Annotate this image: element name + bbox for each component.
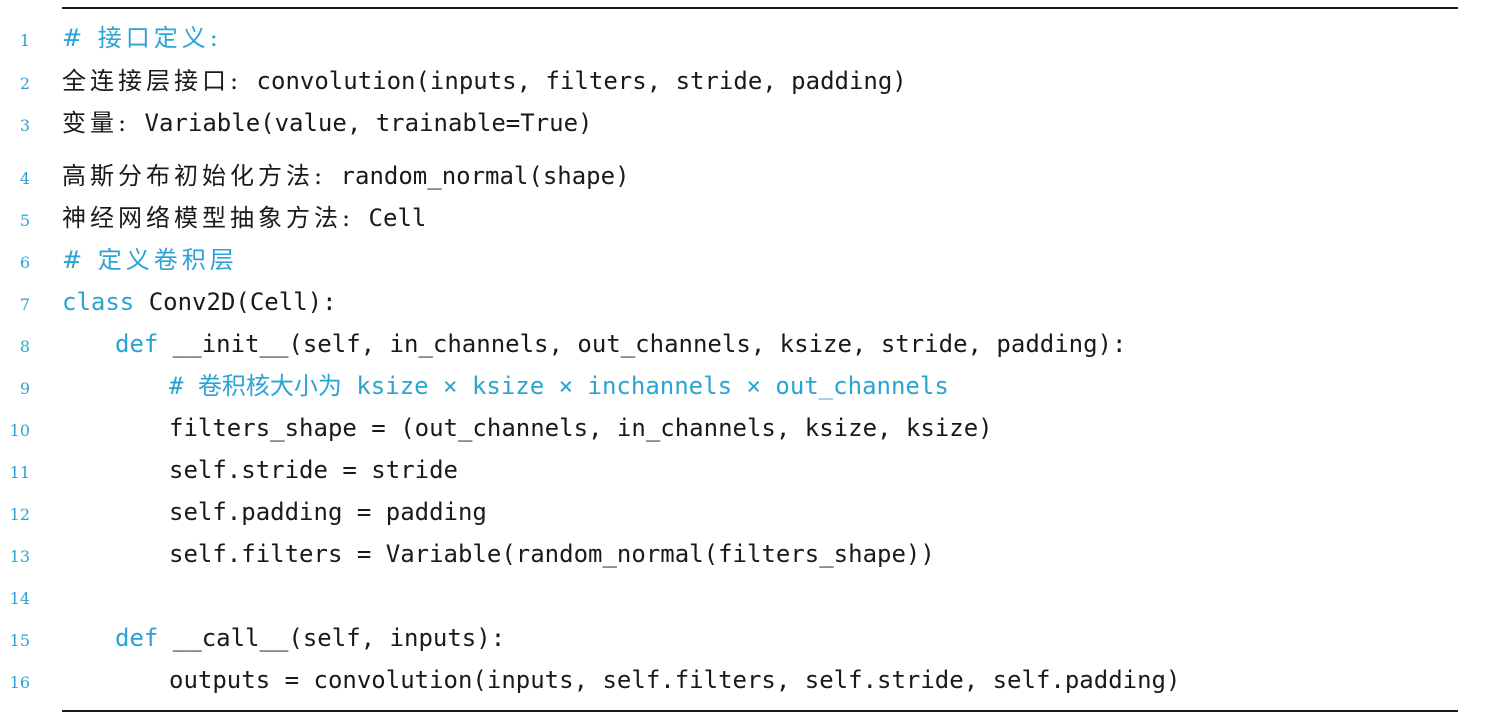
code-line-15: 15 def __call__(self, inputs): [0, 619, 1500, 657]
code-line-3: 3 变量: Variable(value, trainable=True) [0, 104, 1500, 142]
code-line-10: 10 filters_shape = (out_channels, in_cha… [0, 409, 1500, 447]
line-number: 6 [19, 253, 30, 272]
line-number: 8 [19, 337, 30, 356]
keyword: class [62, 288, 135, 316]
code-line-6: 6 # 定义卷积层 [0, 241, 1500, 279]
line-number: 9 [19, 379, 30, 398]
keyword: def [115, 624, 159, 652]
code-line-2: 2 全连接层接口: convolution(inputs, filters, s… [0, 62, 1500, 100]
code-comment: # 接口定义: [62, 24, 222, 52]
code-rest: Variable(value, trainable=True) [130, 109, 593, 137]
line-number: 14 [9, 589, 30, 608]
line-number: 15 [9, 631, 30, 650]
chinese-label: 高斯分布初始化方法: [62, 162, 327, 190]
code-text: 变量: Variable(value, trainable=True) [62, 104, 592, 142]
code-rest: random_normal(shape) [326, 162, 630, 190]
code-comment: # 卷积核大小为 ksize × ksize × inchannels × ou… [169, 372, 949, 400]
code-line-14: 14 [0, 577, 1500, 615]
code-line-9: 9 # 卷积核大小为 ksize × ksize × inchannels × … [0, 367, 1500, 405]
code-text: 高斯分布初始化方法: random_normal(shape) [62, 157, 630, 195]
code-text: outputs = convolution(inputs, self.filte… [169, 666, 1181, 694]
line-number: 12 [9, 505, 30, 524]
chinese-label: 全连接层接口: [62, 67, 243, 95]
code-rest: convolution(inputs, filters, stride, pad… [242, 67, 907, 95]
code-line-5: 5 神经网络模型抽象方法: Cell [0, 199, 1500, 237]
code-line-13: 13 self.filters = Variable(random_normal… [0, 535, 1500, 573]
code-rest: Cell [354, 204, 427, 232]
code-rest: __init__(self, in_channels, out_channels… [158, 330, 1127, 358]
code-text: self.padding = padding [169, 498, 487, 526]
bottom-rule [62, 710, 1458, 712]
code-text: class Conv2D(Cell): [62, 283, 337, 321]
line-number: 10 [9, 421, 30, 440]
line-number: 5 [19, 211, 30, 230]
code-line-1: 1 # 接口定义: [0, 19, 1500, 57]
line-number: 16 [9, 673, 30, 692]
code-line-12: 12 self.padding = padding [0, 493, 1500, 531]
top-rule [62, 7, 1458, 9]
line-number: 7 [19, 295, 30, 314]
code-text: self.stride = stride [169, 456, 458, 484]
line-number: 2 [19, 74, 30, 93]
code-text: 全连接层接口: convolution(inputs, filters, str… [62, 62, 907, 100]
line-number: 11 [9, 463, 30, 482]
line-number: 1 [19, 31, 30, 50]
code-text: def __call__(self, inputs): [115, 619, 505, 657]
code-text: self.filters = Variable(random_normal(fi… [169, 540, 935, 568]
chinese-label: 变量: [62, 109, 131, 137]
code-line-4: 4 高斯分布初始化方法: random_normal(shape) [0, 157, 1500, 195]
line-number: 13 [9, 547, 30, 566]
code-text: def __init__(self, in_channels, out_chan… [115, 325, 1126, 363]
code-line-11: 11 self.stride = stride [0, 451, 1500, 489]
code-line-16: 16 outputs = convolution(inputs, self.fi… [0, 661, 1500, 699]
chinese-label: 神经网络模型抽象方法: [62, 204, 355, 232]
code-text: filters_shape = (out_channels, in_channe… [169, 414, 993, 442]
code-text: 神经网络模型抽象方法: Cell [62, 199, 426, 237]
line-number: 3 [19, 116, 30, 135]
keyword: def [115, 330, 159, 358]
code-rest: Conv2D(Cell): [134, 288, 337, 316]
code-rest: __call__(self, inputs): [158, 624, 506, 652]
code-comment: # 定义卷积层 [62, 246, 238, 274]
line-number: 4 [19, 169, 30, 188]
code-line-8: 8 def __init__(self, in_channels, out_ch… [0, 325, 1500, 363]
code-line-7: 7 class Conv2D(Cell): [0, 283, 1500, 321]
